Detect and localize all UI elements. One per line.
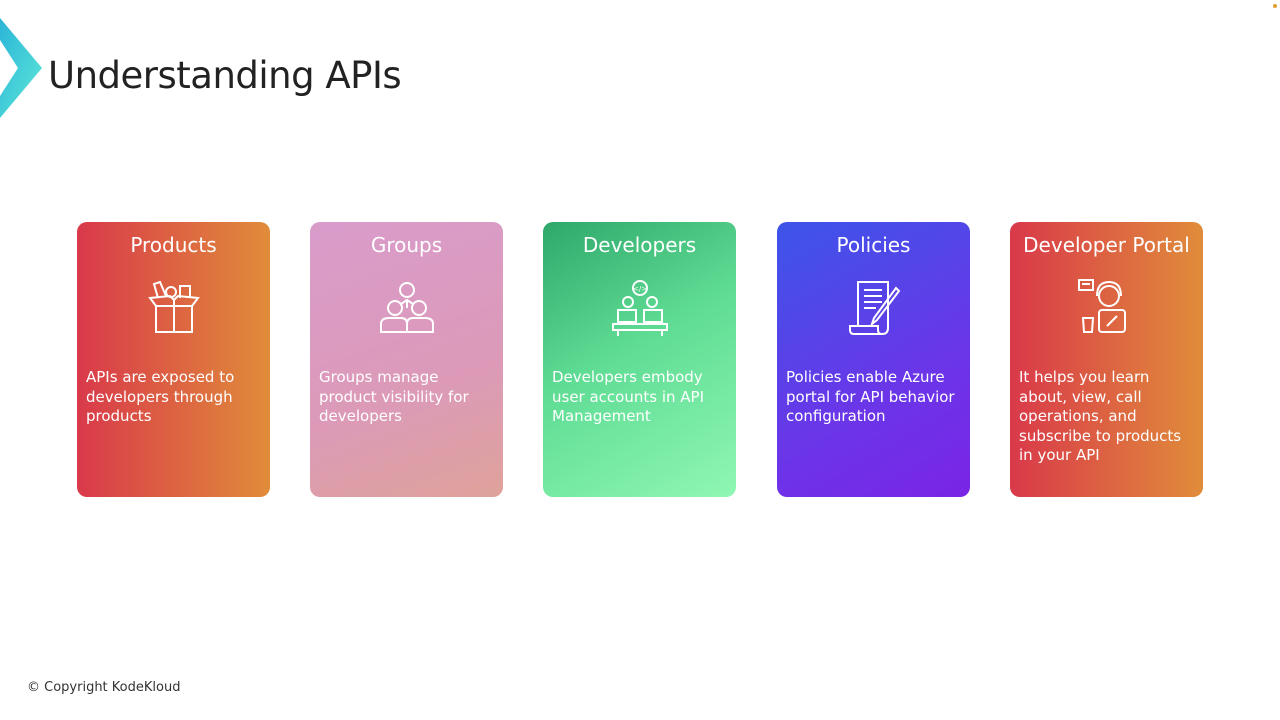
card-groups: Groups Groups manage product visibility … [310, 222, 503, 497]
card-title: Developer Portal [1023, 233, 1190, 257]
card-title: Products [130, 233, 217, 257]
kodekloud-logo-icon [0, 18, 42, 118]
card-title: Developers [582, 233, 697, 257]
card-title: Groups [370, 233, 443, 257]
card-title: Policies [836, 233, 911, 257]
page-title: Understanding APIs [48, 54, 402, 97]
people-group-icon [379, 282, 434, 333]
svg-text:</>: </> [632, 285, 646, 293]
card-description: Developers embody user accounts in API M… [552, 368, 704, 425]
card-description: Policies enable Azure portal for API beh… [786, 368, 955, 425]
copyright-text: © Copyright KodeKloud [27, 680, 181, 695]
card-developers: Developers </> Developers embody user ac… [543, 222, 736, 497]
card-description: APIs are exposed to developers through p… [86, 368, 235, 425]
status-dot [1273, 4, 1277, 8]
card-products: Products APIs are exposed to developers … [77, 222, 270, 497]
open-box-icon [147, 280, 200, 333]
card-policies: Policies Policies enable Azure portal fo… [777, 222, 970, 497]
card-description: It helps you learn about, view, call ope… [1019, 368, 1182, 464]
document-pen-icon [848, 281, 900, 335]
card-description: Groups manage product visibility for dev… [319, 368, 469, 425]
support-agent-icon [1077, 279, 1126, 333]
card-developer-portal: Developer Portal It helps you learn abou… [1010, 222, 1203, 497]
developers-laptop-icon: </> [611, 280, 668, 336]
